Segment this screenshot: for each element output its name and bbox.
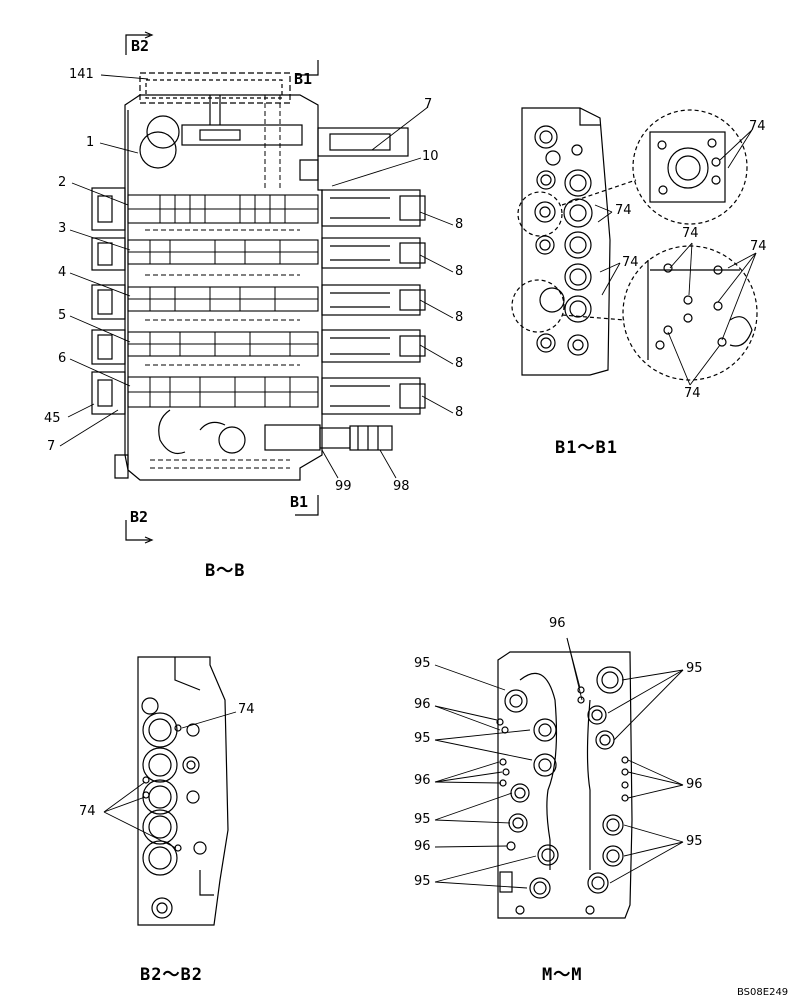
b1-callout-74-d: 74 (682, 226, 699, 241)
section-mark-b2-bottom: B2 (130, 508, 149, 526)
b1-callout-74-a: 74 (749, 119, 766, 134)
callout-8-a: 8 (455, 217, 464, 232)
mm-callout-95-a: 95 (414, 656, 431, 671)
callout-4: 4 (58, 265, 67, 280)
callout-8-e: 8 (455, 405, 464, 420)
mm-callout-96-right: 96 (686, 777, 703, 792)
callout-2: 2 (58, 175, 67, 190)
section-mark-b1-bottom: B1 (290, 493, 309, 511)
caption-b1: B1～B1 (555, 438, 618, 458)
caption-b2: B2～B2 (140, 965, 203, 985)
b1-callout-74-f: 74 (684, 386, 701, 401)
b1-callout-74-e: 74 (750, 239, 767, 254)
view-mm-body (496, 651, 633, 919)
b2-callout-74-a: 74 (238, 702, 255, 717)
caption-bb: B～B (205, 561, 246, 581)
b1-callout-74-b: 74 (615, 203, 632, 218)
mm-callout-95-c: 95 (414, 812, 431, 827)
section-mark-b2-top: B2 (131, 37, 150, 55)
b1-callout-74-c: 74 (622, 255, 639, 270)
mm-callout-95-d: 95 (414, 874, 431, 889)
mm-leaders (434, 637, 684, 889)
b2-leaders (103, 711, 237, 849)
view-b1-body (511, 107, 758, 381)
callout-99: 99 (335, 479, 352, 494)
callout-141: 141 (69, 67, 94, 82)
mm-callout-95-b: 95 (414, 731, 431, 746)
section-mark-b1-top: B1 (294, 70, 313, 88)
callout-8-b: 8 (455, 264, 464, 279)
bb-leaders (59, 74, 454, 479)
view-b2-body (137, 656, 229, 926)
callout-5: 5 (58, 308, 67, 323)
mm-callout-95-right-b: 95 (686, 834, 703, 849)
section-mark-lines (125, 31, 319, 544)
drawing-code: BS08E249 (737, 987, 789, 998)
caption-mm: M～M (542, 965, 583, 985)
view-bb-body (91, 72, 426, 481)
callout-8-d: 8 (455, 356, 464, 371)
mm-callout-96-a: 96 (414, 697, 431, 712)
mm-callout-95-right-a: 95 (686, 661, 703, 676)
callout-6: 6 (58, 351, 67, 366)
callout-1: 1 (86, 135, 95, 150)
b1-leaders (594, 129, 757, 386)
callout-10: 10 (422, 149, 439, 164)
callout-7-right: 7 (424, 97, 433, 112)
mm-callout-96-top: 96 (549, 616, 566, 631)
mm-callout-96-b: 96 (414, 773, 431, 788)
b2-callout-74-b: 74 (79, 804, 96, 819)
callout-3: 3 (58, 221, 67, 236)
callout-45: 45 (44, 411, 61, 426)
callout-8-c: 8 (455, 310, 464, 325)
callout-7-left: 7 (47, 439, 56, 454)
mm-callout-96-c: 96 (414, 839, 431, 854)
callout-98: 98 (393, 479, 410, 494)
